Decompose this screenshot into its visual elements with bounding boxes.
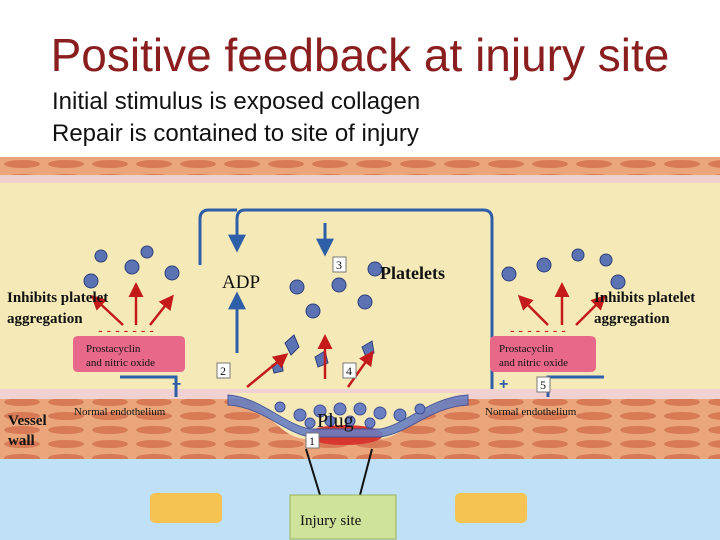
step-badge-1: 1 [305, 432, 320, 449]
blood-vessel-diagram: Prostacyclin and nitric oxide Prostacycl… [0, 157, 720, 540]
vessel-wall-line1: Vessel [8, 413, 47, 429]
subtitle-line-1: Initial stimulus is exposed collagen [52, 88, 421, 115]
step-badge-3: 3 [332, 256, 347, 273]
tissue-block-right [455, 493, 527, 523]
prostacyclin-left-line1: Prostacyclin [86, 343, 141, 355]
inhibits-right-line2: aggregation [594, 311, 670, 327]
inhibit-arrows [90, 282, 607, 388]
prostacyclin-box-right [490, 336, 596, 372]
normal-endothelium-right: Normal endothelium [485, 406, 577, 418]
injury-site-box [289, 494, 397, 540]
platelets-label: Platelets [380, 263, 445, 283]
inhibits-left-line2: aggregation [7, 311, 83, 327]
inhibits-right-line1: Inhibits platelet [594, 290, 695, 306]
normal-endothelium-left: Normal endothelium [74, 406, 166, 418]
prostacyclin-left-line2: and nitric oxide [86, 357, 155, 369]
adp-label: ADP [222, 272, 260, 293]
step-badge-2: 2 [216, 362, 231, 379]
plug-label: Plug [317, 410, 354, 432]
inhibit-minus-right: - - - - - - - [510, 322, 566, 338]
svg-text:5: 5 [540, 378, 546, 392]
vessel-wall-line2: wall [8, 433, 35, 449]
plus-sign-left: + [172, 376, 181, 393]
inhibits-left-line1: Inhibits platelet [7, 290, 108, 306]
prostacyclin-right-line1: Prostacyclin [499, 343, 554, 355]
svg-text:3: 3 [336, 258, 342, 272]
prostacyclin-right-line2: and nitric oxide [499, 357, 568, 369]
plus-sign-top: + [320, 240, 329, 257]
svg-text:1: 1 [309, 434, 315, 448]
platelets-free [83, 245, 626, 374]
tissue-block-left [150, 493, 222, 523]
step-badge-4: 4 [342, 362, 357, 379]
step-badge-5: 5 [536, 376, 551, 393]
platelet-plug [227, 394, 469, 438]
plus-sign-right: + [499, 376, 508, 393]
svg-text:4: 4 [346, 364, 352, 378]
svg-text:2: 2 [220, 364, 226, 378]
subtitle-line-2: Repair is contained to site of injury [52, 120, 419, 147]
slide-title: Positive feedback at injury site [50, 29, 670, 81]
prostacyclin-box-left [73, 336, 185, 372]
injury-site-label: Injury site [300, 513, 362, 529]
inhibit-minus-left: - - - - - - - [98, 322, 154, 338]
